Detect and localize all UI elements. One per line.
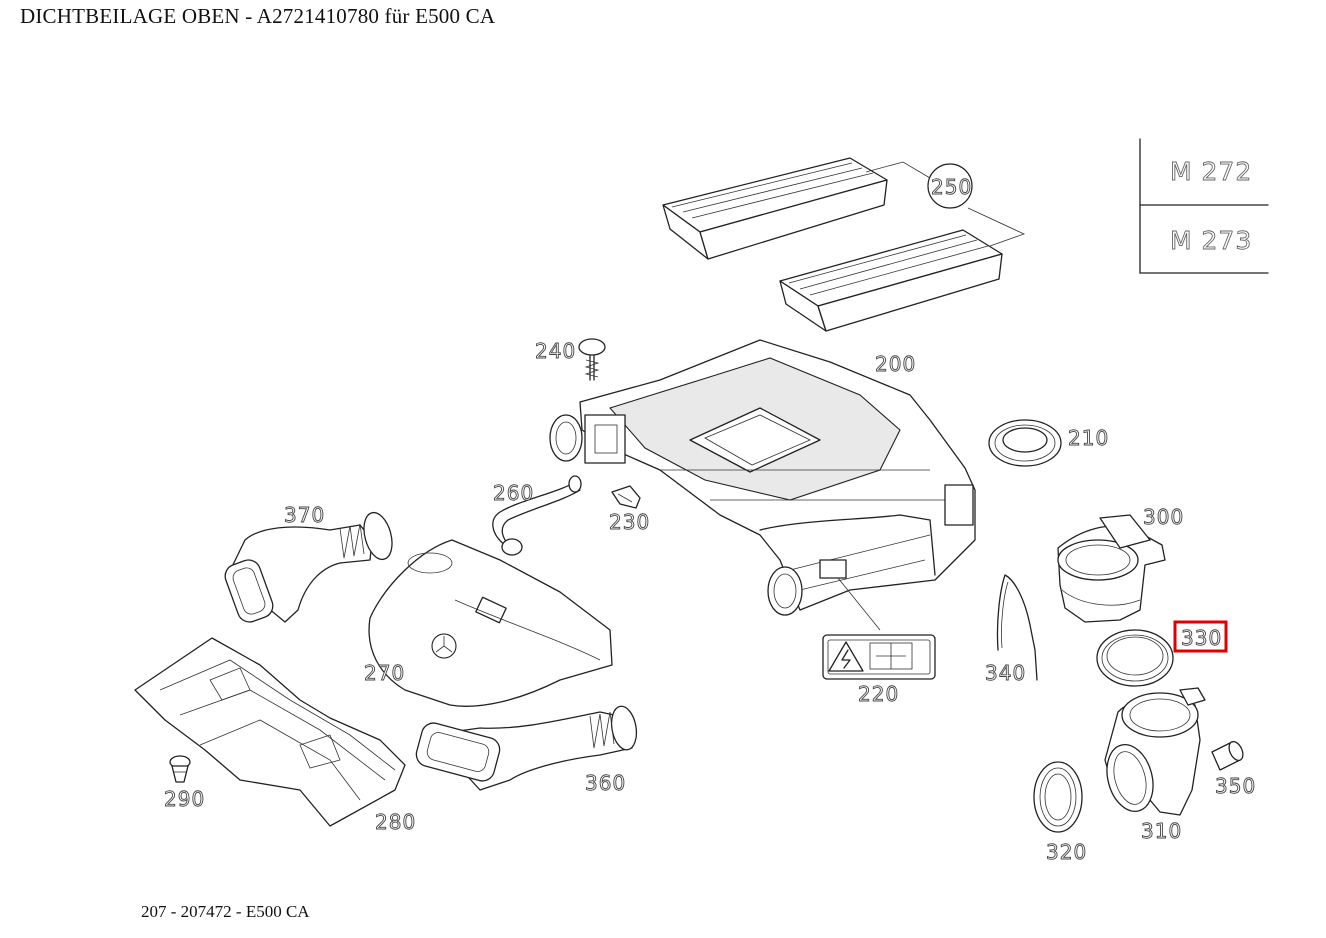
page-title: DICHTBEILAGE OBEN - A2721410780 für E500… (20, 4, 496, 28)
diagram-footer-reference: 207 - 207472 - E500 CA (141, 902, 310, 921)
label-350: 350 (1215, 774, 1256, 798)
part-240-screw[interactable] (578, 338, 606, 381)
part-230-clip[interactable] (611, 485, 641, 509)
highlight-box-330 (1173, 620, 1228, 653)
part-labels: 200 210 220 230 240 250 260 270 280 290 … (164, 175, 1256, 865)
part-350-sleeve[interactable] (1211, 739, 1246, 771)
part-260-hose[interactable] (492, 475, 582, 556)
part-200-air-filter-housing[interactable] (549, 339, 976, 631)
label-320: 320 (1046, 840, 1087, 864)
part-210-seal-ring[interactable] (988, 419, 1062, 467)
label-200: 200 (875, 352, 916, 376)
label-360: 360 (585, 771, 626, 795)
part-310-elbow-duct[interactable] (1100, 687, 1206, 817)
label-330: 330 (1181, 626, 1222, 650)
part-250-air-filters[interactable] (662, 157, 1026, 332)
label-230: 230 (609, 510, 650, 534)
part-360-intake-duct[interactable] (414, 704, 640, 791)
engine-m273: M 273 (1170, 226, 1252, 255)
label-270: 270 (364, 661, 405, 685)
label-310: 310 (1141, 819, 1182, 843)
part-340-seal-strip[interactable] (996, 574, 1038, 681)
label-340: 340 (985, 661, 1026, 685)
part-220-warning-label[interactable] (822, 634, 936, 680)
part-330-seal-ring[interactable] (1096, 629, 1174, 687)
label-260: 260 (493, 481, 534, 505)
label-290: 290 (164, 787, 205, 811)
part-290-clip[interactable] (169, 755, 191, 783)
label-300: 300 (1143, 505, 1184, 529)
part-300-airflow-housing[interactable] (1057, 514, 1166, 623)
label-280: 280 (375, 810, 416, 834)
part-370-intake-duct[interactable] (222, 509, 397, 625)
part-270-engine-cover[interactable] (368, 539, 613, 707)
engine-variant-table: M 272 M 273 (1139, 138, 1269, 274)
label-240: 240 (535, 339, 576, 363)
part-320-seal-ring[interactable] (1033, 761, 1083, 833)
label-220: 220 (858, 682, 899, 706)
label-370: 370 (284, 503, 325, 527)
part-280-bracket[interactable] (134, 637, 406, 827)
label-210: 210 (1068, 426, 1109, 450)
label-250: 250 (931, 175, 972, 199)
engine-m272: M 272 (1170, 157, 1252, 186)
